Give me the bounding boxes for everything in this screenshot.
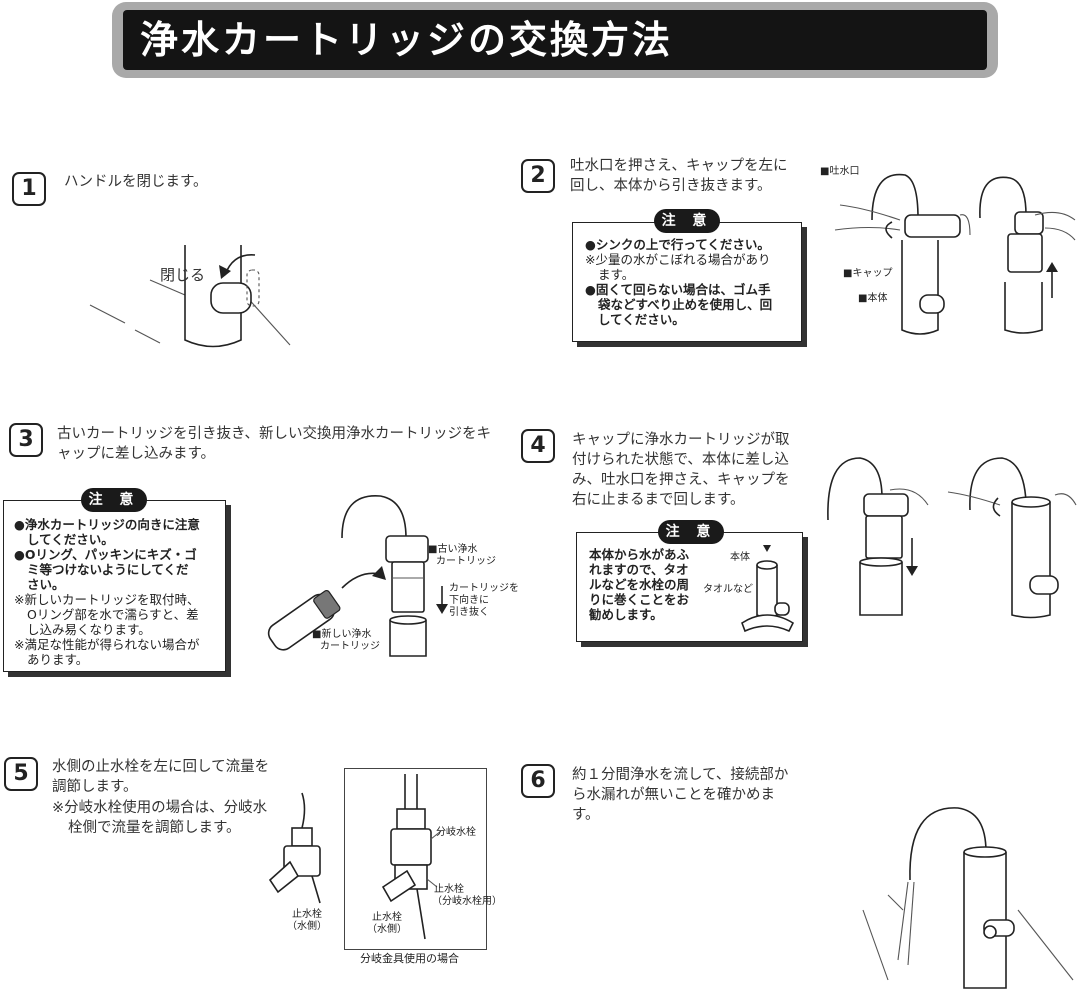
step-2-spout-label: ■吐水口 <box>820 166 860 177</box>
step-5-valve-illustration <box>268 792 321 904</box>
step-2-number: 2 <box>521 159 555 193</box>
step-3-number: 3 <box>9 423 43 457</box>
step-2-cap-label: ■キャップ <box>843 268 893 279</box>
step-4-body-label: 本体 <box>730 552 750 563</box>
title-bar <box>123 10 987 70</box>
step-5-water-valve-label: 止水栓 （水側） <box>367 912 407 935</box>
step-5-branch-label: 分岐水栓 <box>436 827 476 838</box>
step-3-old-label: ■古い浄水 カートリッジ <box>428 544 496 567</box>
step-2-note-box: ●シンクの上で行ってください。 ※少量の水がこぼれる場合があり ます。 ●固くて… <box>572 222 802 342</box>
step-5-subtext: ※分岐水栓使用の場合は、分岐水 栓側で流量を調節します。 <box>52 800 268 836</box>
step-2-illustration <box>834 173 1076 335</box>
step-5-branch-frame <box>344 768 487 950</box>
step-4-note-illustration <box>741 545 795 633</box>
step-2-body-label: ■本体 <box>858 293 888 304</box>
step-3-note-box: ●浄水カートリッジの向きに注意 してください。 ●Oリング、パッキンにキズ・ゴ … <box>3 500 226 672</box>
step-3-text: 古いカートリッジを引き抜き、新しい交換用浄水カートリッジをキ ャップに差し込みま… <box>57 426 491 462</box>
step-4-towel-label: タオルなど <box>703 584 753 595</box>
step-5-text: 水側の止水栓を左に回して流量を 調節します。 <box>52 759 270 795</box>
step-3-illustration <box>267 495 448 657</box>
step-5-valve-label: 止水栓 （水側） <box>287 909 327 932</box>
step-4-illustration <box>827 457 1077 619</box>
step-1-number: 1 <box>12 172 46 206</box>
step-6-illustration <box>862 807 1074 989</box>
step-4-text: キャップに浄水カートリッジが取 付けられた状態で、本体に差し込 み、吐水口を押さ… <box>572 432 790 508</box>
step-4-note-box: 本体から水があふ れますので、タオ ルなどを水栓の周 りに巻くことをお 勧めしま… <box>576 532 803 642</box>
step-1-illustration <box>89 245 291 348</box>
step-5-number: 5 <box>4 757 38 791</box>
step-6-text: 約１分間浄水を流して、接続部か ら水漏れが無いことを確かめま す。 <box>572 767 789 823</box>
step-2-note-label: 注 意 <box>654 209 720 233</box>
step-3-note-label: 注 意 <box>81 488 147 512</box>
step-4-note-label: 注 意 <box>658 520 724 544</box>
step-1-close-label: 閉じる <box>160 266 206 284</box>
step-3-pull-label: カートリッジを 下向きに 引き抜く <box>449 583 519 618</box>
step-3-new-label: ■新しい浄水 カートリッジ <box>312 629 380 652</box>
step-5-branch-valve-label: 止水栓 （分岐水栓用） <box>432 884 502 907</box>
step-5-branch-illustration <box>381 774 442 940</box>
page-title: 浄水カートリッジの交換方法 <box>140 18 674 62</box>
step-4-number: 4 <box>521 429 555 463</box>
step-6-number: 6 <box>521 764 555 798</box>
step-1-text: ハンドルを閉じます。 <box>64 174 208 190</box>
step-5-caption: 分岐金具使用の場合 <box>360 952 459 965</box>
step-2-text: 吐水口を押さえ、キャップを左に 回し、本体から引き抜きます。 <box>570 158 788 194</box>
